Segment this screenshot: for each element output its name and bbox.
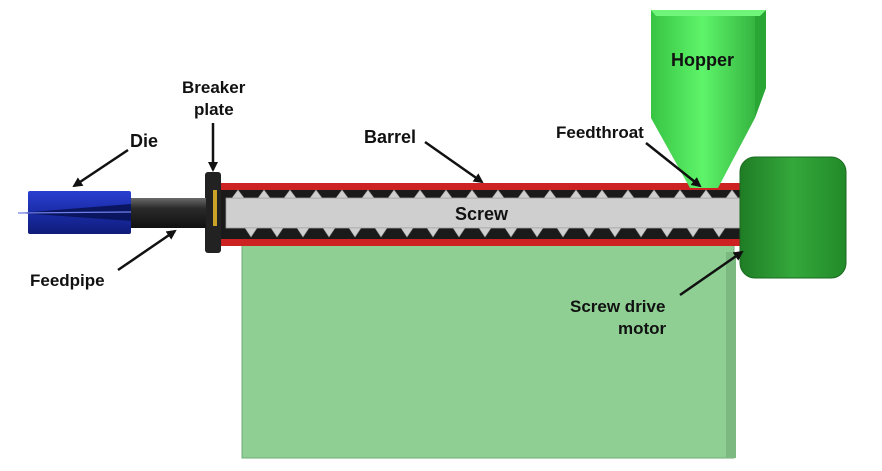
screw-flight-bottom [296, 227, 310, 238]
hopper [651, 10, 766, 188]
screw-drive-motor [739, 156, 847, 279]
screw-flight-top [361, 189, 375, 199]
screw-flight-top [231, 189, 245, 199]
screw-flight-bottom [452, 227, 466, 238]
screw-flight-top [387, 189, 401, 199]
breaker-plate-label-line2: plate [194, 100, 234, 119]
screw-flight-bottom [504, 227, 518, 238]
screw-flight-bottom [634, 227, 648, 238]
screw-flight-top [309, 189, 323, 199]
feedpipe-label: Feedpipe [30, 271, 105, 290]
screw [225, 189, 751, 238]
feedpipe [128, 198, 206, 228]
screw-flight-top [647, 189, 661, 199]
screw-flight-bottom [660, 227, 674, 238]
screw-flight-top [569, 189, 583, 199]
die [17, 191, 132, 234]
breaker-plate-label: Breaker [182, 78, 246, 97]
leader-arrows [72, 123, 744, 297]
screw-flight-bottom [244, 227, 258, 238]
screw-flight-bottom [712, 227, 726, 238]
screw-drive-motor-label-line2: motor [618, 319, 667, 338]
screw-drive-motor-label: Screw drive [570, 297, 665, 316]
screw-flight-top [491, 189, 505, 199]
screw-flight-top [283, 189, 297, 199]
screw-flight-bottom [374, 227, 388, 238]
screw-flight-bottom [608, 227, 622, 238]
screw-flight-bottom [556, 227, 570, 238]
screw-flight-top [595, 189, 609, 199]
die-label: Die [130, 131, 158, 151]
barrel-arrow [424, 140, 484, 184]
screw-flight-bottom [478, 227, 492, 238]
screw-flight-bottom [270, 227, 284, 238]
machine-stand [241, 239, 736, 459]
screw-flight-top [439, 189, 453, 199]
screw-flight-bottom [582, 227, 596, 238]
screw-flight-top [725, 189, 739, 199]
barrel-label: Barrel [364, 127, 416, 147]
screw-flight-top [335, 189, 349, 199]
hopper-label: Hopper [671, 50, 734, 70]
screw-flight-top [621, 189, 635, 199]
screw-flight-bottom [400, 227, 414, 238]
screw-flight-bottom [530, 227, 544, 238]
screw-label: Screw [455, 204, 509, 224]
screw-flight-top [257, 189, 271, 199]
screw-flight-top [517, 189, 531, 199]
screw-flight-bottom [322, 227, 336, 238]
die-arrow [72, 148, 129, 188]
feedthroat-label: Feedthroat [556, 123, 644, 142]
screw-flight-top [543, 189, 557, 199]
feedthroat-arrow [645, 142, 702, 188]
screw-drive-motor-arrow [679, 250, 744, 297]
screw-flight-top [465, 189, 479, 199]
screw-flight-top [413, 189, 427, 199]
feedpipe-arrow [117, 229, 177, 272]
screw-flight-bottom [686, 227, 700, 238]
breaker-plate [205, 172, 221, 253]
screw-flight-top [699, 189, 713, 199]
screw-flight-top [673, 189, 687, 199]
screw-flight-bottom [426, 227, 440, 238]
screw-flight-bottom [348, 227, 362, 238]
